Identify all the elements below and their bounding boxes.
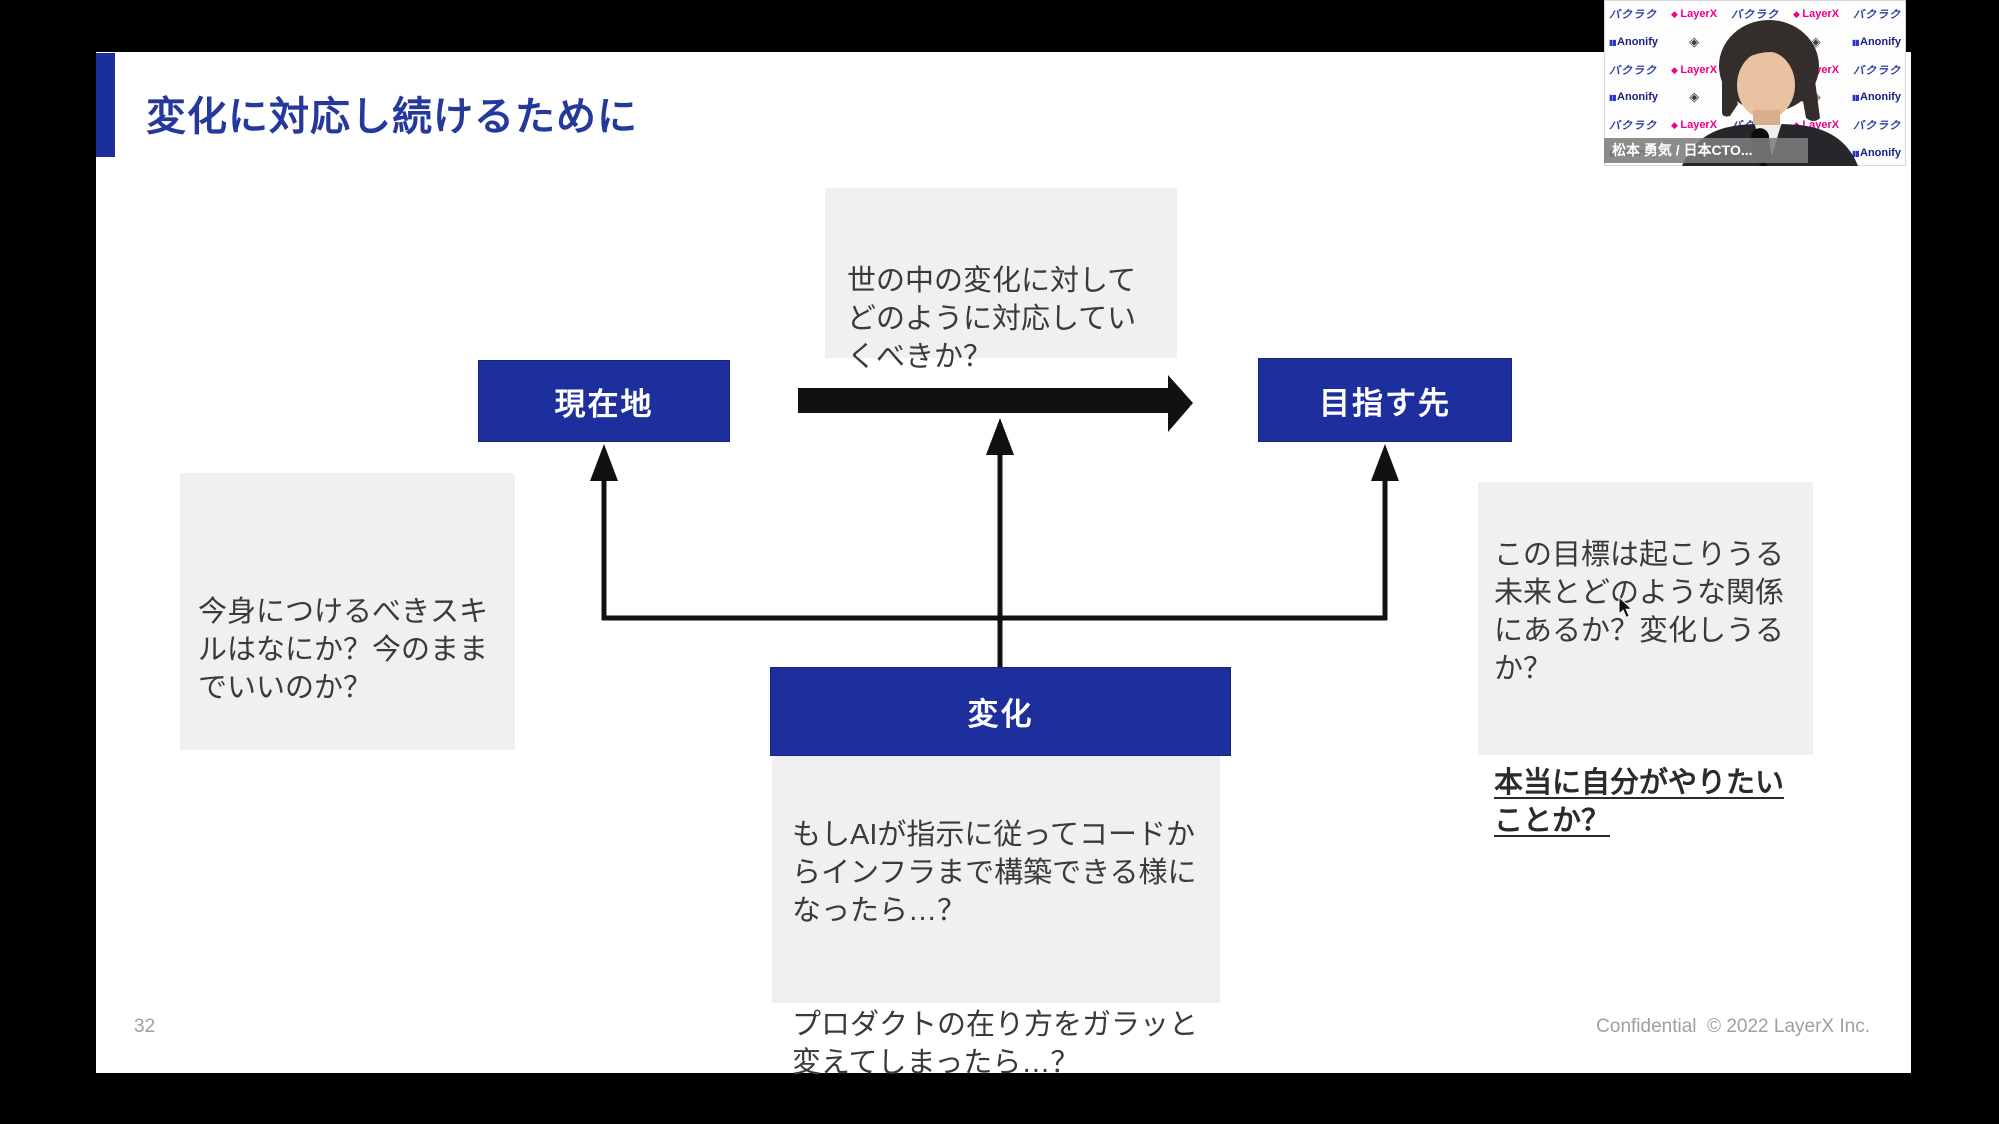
note-box-top: 世の中の変化に対して どのように対応してい くべきか？ [825,188,1177,373]
node-change: 変化 [770,667,1231,756]
slide-title: 変化に対応し続けるために [146,95,638,139]
logo-bakuraku: バクラク [1731,9,1779,21]
note-box-right: この目標は起こりうる 未来とどのような関係 にあるか？変化しうる か？ 本当に自… [1478,482,1813,837]
logo-mitsui: ◈ [1689,89,1700,105]
node-current-position: 現在地 [478,360,730,442]
note-left-text: 今身につけるべきスキ ルはなにか？今のまま でいいのか？ [198,596,489,704]
logo-bakuraku: バクラク [1609,9,1657,21]
note-box-bottom: もしAIが指示に従ってコードか らインフラまで構築できる様に なったら…？ プロ… [772,756,1220,1079]
note-top-text: 世の中の変化に対して どのように対応してい くべきか？ [847,265,1137,373]
note-box-left: 今身につけるべきスキ ルはなにか？今のまま でいいのか？ [180,473,515,750]
node-change-label: 変化 [967,697,1034,732]
confidential-footer: Confidential © 2022 LayerX Inc. [1596,1016,1870,1037]
logo-bakuraku: バクラク [1853,64,1901,77]
mouse-cursor-icon [1618,596,1634,619]
logo-layerx: LayerX [1671,119,1717,131]
note-bottom-text-2: プロダクトの在り方をガラッと 変えてしまったら…？ [792,1009,1199,1079]
logo-bakuraku: バクラク [1609,64,1657,77]
logo-layerx: LayerX [1793,8,1839,20]
logo-bakuraku: バクラク [1853,9,1901,21]
logo-anonify: Anonify [1852,147,1901,159]
note-bottom-text-1: もしAIが指示に従ってコードか らインフラまで構築できる様に なったら…？ [792,819,1197,927]
note-right-underlined-text: 本当に自分がやりたい ことか？ [1494,767,1785,837]
title-accent-bar [96,53,115,157]
speaker-silhouette [1682,20,1858,166]
logo-anonify: Anonify [1852,91,1901,103]
logo-layerx: LayerX [1671,8,1717,20]
logo-bakuraku: バクラク [1853,120,1901,133]
logo-layerx: LayerX [1671,64,1717,76]
node-destination: 目指す先 [1258,358,1512,442]
logo-bakuraku: バクラク [1609,120,1657,133]
page-number: 32 [134,1016,156,1037]
logo-mitsui: ◈ [1810,33,1821,49]
node-destination-label: 目指す先 [1319,385,1451,421]
node-current-label: 現在地 [554,386,654,422]
speaker-name-label: 松本 勇気 / 日本CTO... [1604,138,1808,163]
logo-mitsui: ◈ [1689,33,1700,49]
logo-anonify: Anonify [1852,36,1901,48]
logo-wall-row: バクラク LayerX バクラク LayerX バクラク [1609,3,1901,25]
logo-anonify: Anonify [1609,36,1658,48]
speaker-webcam-tile[interactable]: バクラク LayerX バクラク LayerX バクラク Anonify ◈ Anonify ◈… [1604,0,1906,166]
note-right-text: この目標は起こりうる 未来とどのような関係 にあるか？変化しうる か？ [1494,539,1785,685]
logo-anonify: Anonify [1609,91,1658,103]
